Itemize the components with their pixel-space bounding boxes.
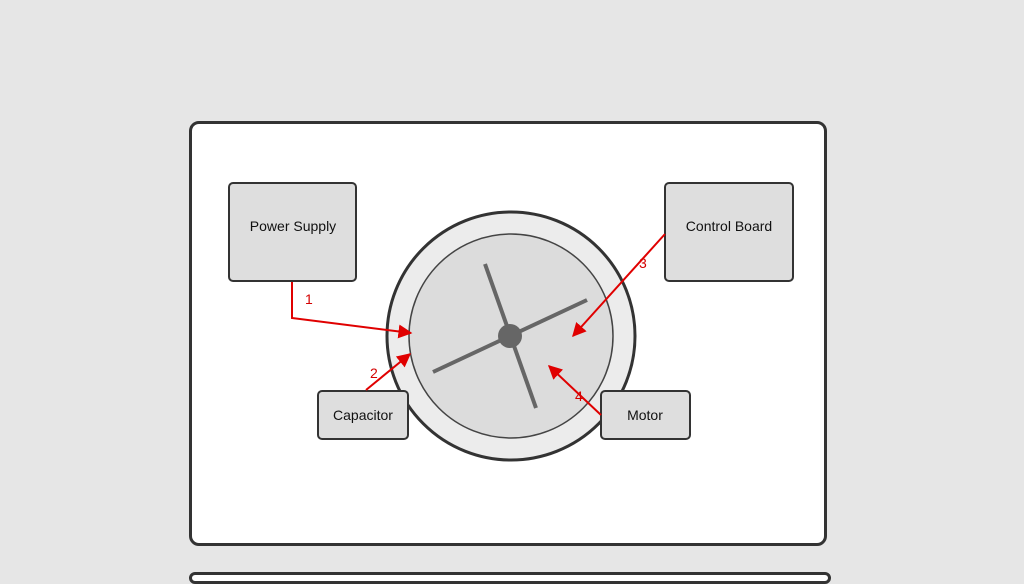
component-control-board: Control Board: [664, 182, 794, 282]
arrow-2-number: 2: [370, 365, 378, 381]
power-supply-label: Power Supply: [250, 218, 336, 234]
fan-hub: [498, 324, 522, 348]
fan-assembly: [385, 210, 637, 462]
arrow-4-number: 4: [575, 388, 583, 404]
component-power-supply: Power Supply: [228, 182, 357, 282]
arrow-4: 4: [547, 365, 602, 416]
motor-label: Motor: [627, 407, 663, 423]
control-board-label: Control Board: [686, 218, 772, 234]
arrow-3: 3: [572, 233, 666, 338]
component-motor: Motor: [600, 390, 691, 440]
capacitor-label: Capacitor: [333, 407, 393, 423]
component-capacitor: Capacitor: [317, 390, 409, 440]
arrow-1-number: 1: [305, 291, 313, 307]
arrow-1: 1: [291, 282, 413, 339]
arrow-2: 2: [365, 353, 412, 391]
arrow-3-number: 3: [639, 255, 647, 271]
